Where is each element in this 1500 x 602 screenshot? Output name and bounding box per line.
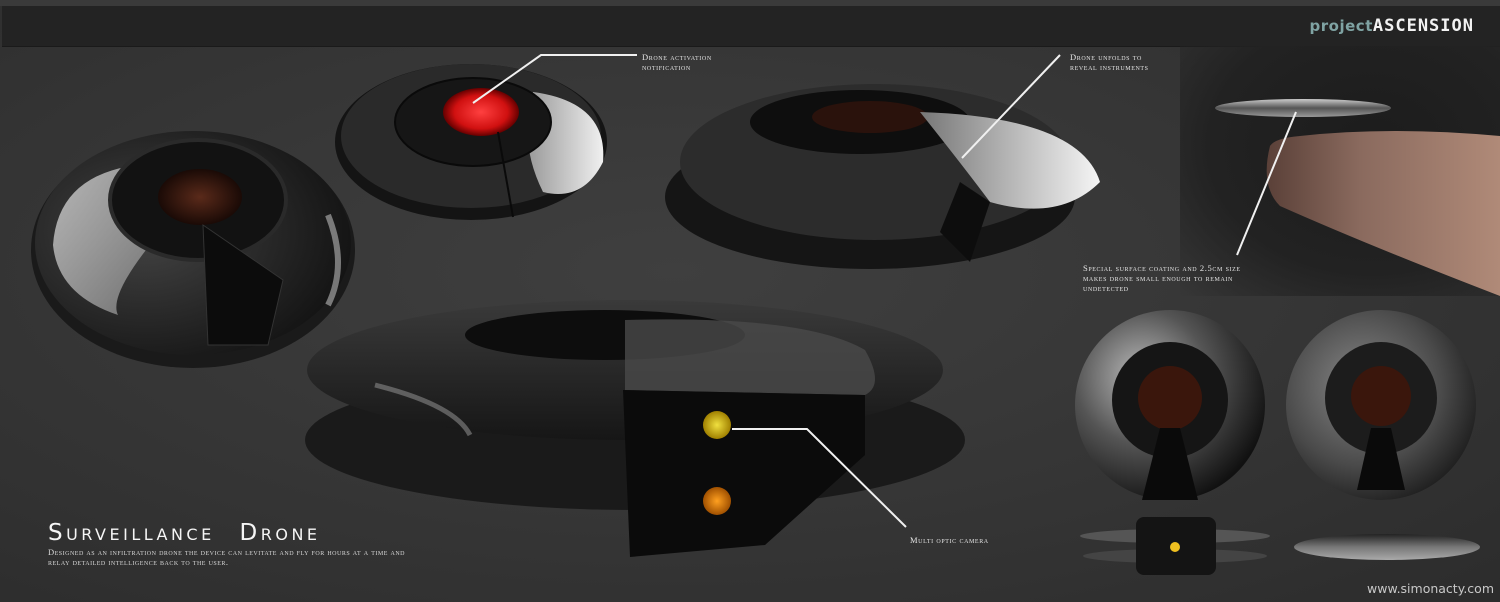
brand-prefix: project	[1309, 17, 1373, 35]
drone-side-closed-render	[1294, 534, 1480, 560]
drone-side-open-render	[1080, 517, 1270, 575]
drone-unfolding-render	[665, 84, 1100, 269]
callout-camera: Multi optic camera	[910, 535, 989, 545]
callout-unfold: Drone unfolds to reveal instruments	[1070, 52, 1149, 72]
top-band	[0, 0, 1500, 6]
website-link[interactable]: www.simonacty.com	[1367, 581, 1494, 596]
drone-angled-closed-render	[31, 131, 355, 368]
page-title: Surveillance Drone	[48, 520, 321, 546]
header-bar: projectASCENSION	[2, 6, 1500, 47]
drone-activation-render	[335, 64, 607, 220]
callout-activation: Drone activation notification	[642, 52, 712, 72]
drone-top-closed-render	[1286, 310, 1476, 500]
drone-top-open-render	[1075, 310, 1265, 500]
drone-open-camera-render	[305, 300, 965, 557]
drone-on-finger-render	[1215, 99, 1500, 296]
callout-surface: Special surface coating and 2.5cm size m…	[1083, 263, 1241, 293]
brand-logo: projectASCENSION	[1310, 16, 1474, 36]
brand-name: ASCENSION	[1372, 16, 1474, 36]
description: Designed as an infiltration drone the de…	[48, 547, 405, 567]
